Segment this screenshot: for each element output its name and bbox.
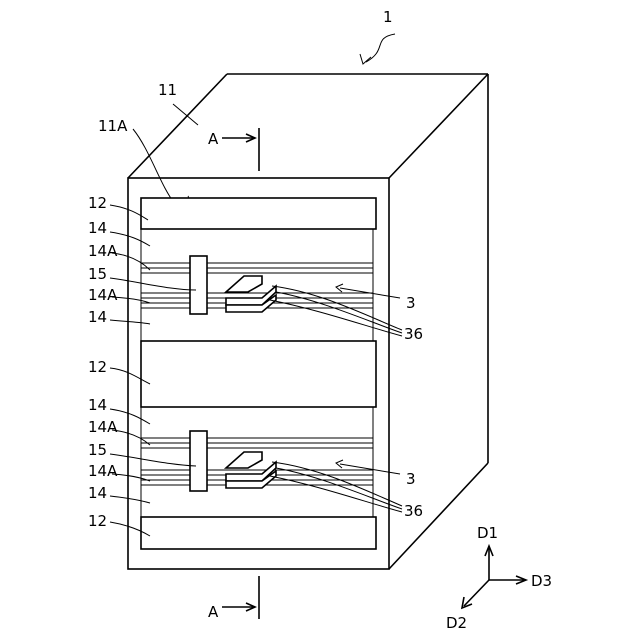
layer-label-2: 14 (88, 308, 107, 326)
surface-leader (133, 129, 188, 206)
axis-d2 (464, 580, 489, 606)
plate-label-top: 12 (88, 194, 107, 212)
connector-label-1: 15 (88, 265, 107, 283)
leader (110, 320, 150, 324)
interface-label-3: 14A (88, 418, 118, 436)
body-label: 11 (158, 81, 177, 99)
element-label-upper: 3 (406, 294, 416, 312)
leader (110, 278, 196, 290)
body-leader (173, 104, 198, 125)
top-left-edge (128, 74, 227, 178)
top-right-edge (389, 74, 488, 178)
leader (110, 454, 196, 466)
axis-d2-label: D2 (446, 614, 467, 632)
axis-d3-label: D3 (531, 572, 552, 590)
plate-label-middle: 12 (88, 358, 107, 376)
lead-leader (276, 468, 402, 509)
connector-block (190, 431, 207, 491)
housing-outline (128, 74, 488, 569)
surface-label: 11A (98, 117, 128, 135)
plate-bottom (141, 517, 376, 549)
lead-label-lower: 36 (404, 502, 423, 520)
element-leader (340, 464, 400, 474)
plate-label-bottom: 12 (88, 512, 107, 530)
lead-label-upper: 36 (404, 325, 423, 343)
direction-axes: D1 D3 D2 (446, 524, 552, 632)
layer-label-4: 14 (88, 484, 107, 502)
lead-leader (272, 462, 402, 506)
figure-number-arrowhead (360, 54, 371, 64)
lead-step (226, 276, 262, 292)
lead-leader (270, 300, 402, 336)
plate-middle (141, 341, 376, 407)
leader (110, 496, 150, 503)
interface-label-1: 14A (88, 242, 118, 260)
axis-d1-label: D1 (477, 524, 498, 542)
figure-number: 1 (383, 8, 393, 26)
element-group-upper (141, 256, 373, 314)
section-mark-top: A (208, 130, 219, 148)
interface-label-4: 14A (88, 462, 118, 480)
connector-label-2: 15 (88, 441, 107, 459)
element-label-lower: 3 (406, 470, 416, 488)
lead-leader (270, 476, 402, 512)
lead-step (226, 452, 262, 468)
section-mark-bottom: A (208, 603, 219, 621)
interface-label-2: 14A (88, 286, 118, 304)
connector-block (190, 256, 207, 314)
layer-label-3: 14 (88, 396, 107, 414)
leader (112, 253, 150, 270)
plate-top (141, 198, 376, 229)
element-group-lower (141, 431, 373, 491)
layer-label-1: 14 (88, 219, 107, 237)
